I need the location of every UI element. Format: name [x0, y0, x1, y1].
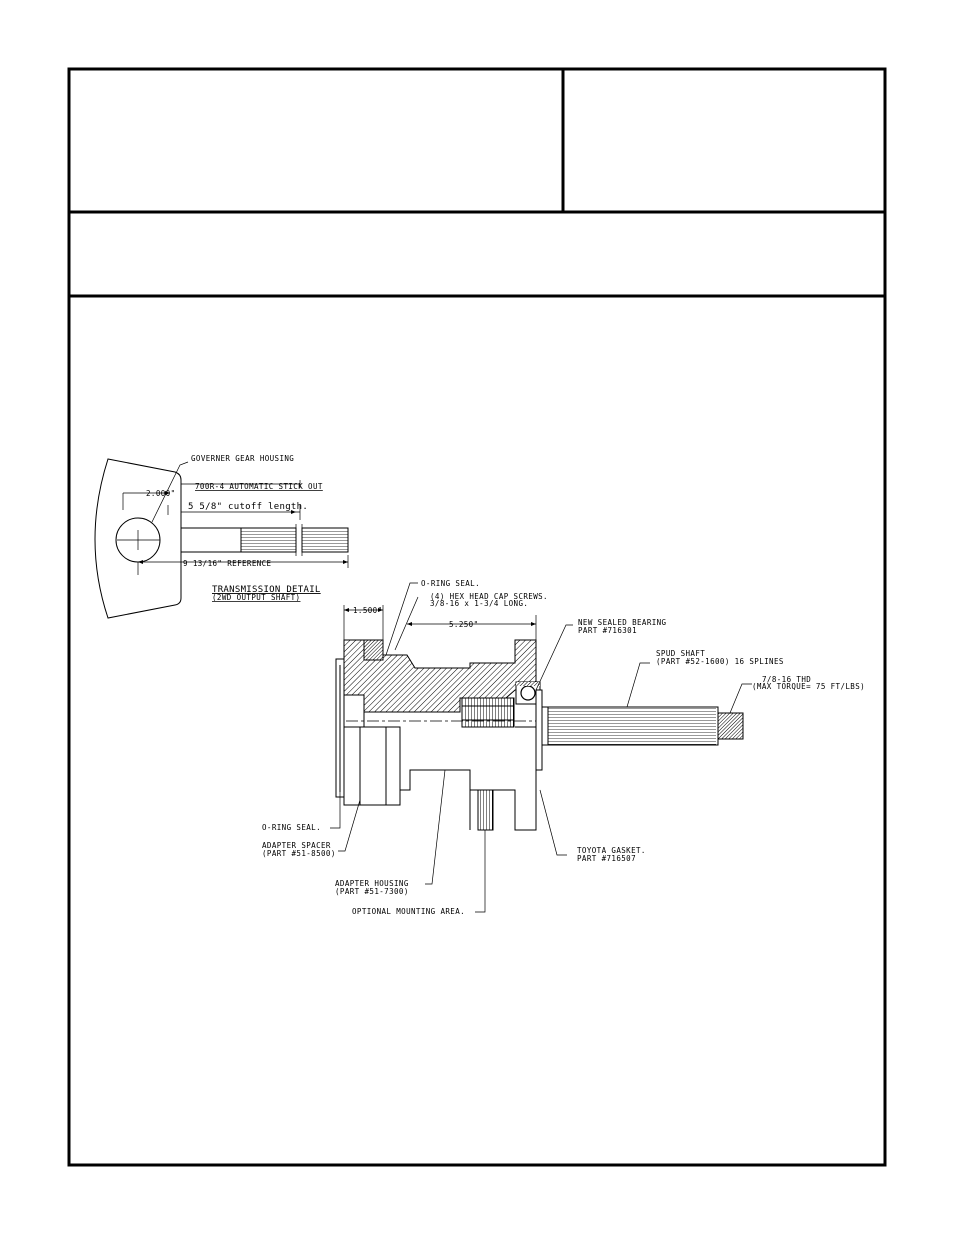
thread-label-2: (MAX TORQUE= 75 FT/LBS) — [752, 682, 865, 691]
title-block — [67, 67, 887, 1167]
adapter-housing-label-2: (PART #51-7300) — [335, 887, 409, 896]
transmission-detail-title: TRANSMISSION DETAIL — [212, 585, 321, 595]
thread-label-1: 7/8-16 THD — [762, 675, 811, 684]
toyota-gasket-label-2: PART #716507 — [577, 854, 636, 863]
governor-gear-housing-label: GOVERNER GEAR HOUSING — [191, 454, 294, 463]
hex-cap-screws-label-2: 3/8-16 x 1-3/4 LONG. — [430, 599, 528, 608]
hex-cap-screws-label-1: (4) HEX HEAD CAP SCREWS. — [430, 592, 548, 601]
transmission-detail: GOVERNER GEAR HOUSING 700R-4 AUTOMATIC S… — [94, 454, 349, 619]
dim-1500-label: 1.500" — [353, 606, 383, 615]
adapter-spacer — [343, 726, 387, 806]
adapter-spacer-label-2: (PART #51-8500) — [262, 849, 336, 858]
oring-seal-top-label: O-RING SEAL. — [421, 579, 480, 588]
spud-shaft-label-2: (PART #52-1600) 16 SPLINES — [656, 657, 784, 666]
output-shaft-label: (2WD OUTPUT SHAFT) — [212, 593, 300, 602]
spline-coupler — [461, 697, 515, 728]
sealed-bearing-label-1: NEW SEALED BEARING — [578, 618, 667, 627]
adapter-spacer-label-1: ADAPTER SPACER — [262, 841, 331, 850]
cutoff-length-label: 5 5/8" cutoff length. — [188, 502, 308, 512]
dim-5250-label: 5.250" — [449, 620, 479, 629]
adapter-housing-label-1: ADAPTER HOUSING — [335, 879, 409, 888]
spud-shaft-label-1: SPUD SHAFT — [656, 649, 705, 658]
oring-seal-bottom-label: O-RING SEAL. — [262, 823, 321, 832]
toyota-gasket — [535, 689, 543, 771]
toyota-gasket-label-1: TOYOTA GASKET. — [577, 846, 646, 855]
stick-out-label: 700R-4 AUTOMATIC STICK OUT — [195, 482, 323, 491]
sealed-bearing-label-2: PART #716301 — [578, 626, 637, 635]
spud-shaft — [541, 706, 744, 746]
adapter-assembly: O-RING SEAL. (4) HEX HEAD CAP SCREWS. 3/… — [262, 579, 865, 916]
dim-2000-label: 2.000" — [146, 489, 176, 498]
output-shaft — [180, 524, 349, 556]
governor-gear-housing — [94, 458, 182, 619]
reference-label: 9 13/16" REFERENCE — [183, 559, 272, 568]
mounting-area-label: OPTIONAL MOUNTING AREA. — [352, 907, 465, 916]
